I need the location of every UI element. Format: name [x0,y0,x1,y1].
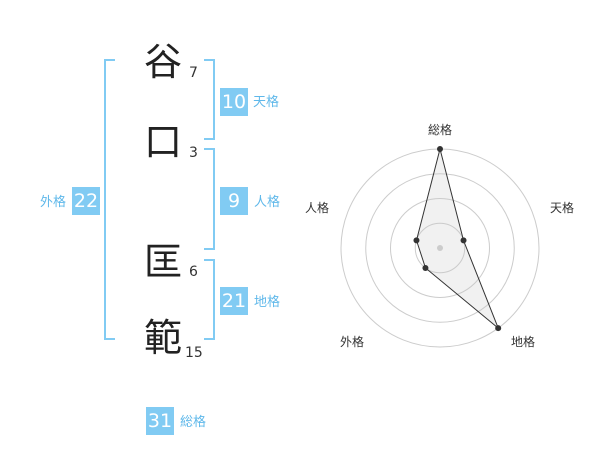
name-char-4: 範 [143,316,182,360]
gaikaku-bracket [104,59,115,340]
radar-point-5 [413,237,420,244]
tenkaku-bracket [204,59,215,140]
radar-center-dot [437,245,443,251]
stroke-count-3: 6 [189,264,198,280]
tenkaku-badge: 10 [220,88,248,116]
soukaku-label: 総格 [180,415,207,430]
name-char-1: 谷 [143,40,182,84]
stroke-count-1: 7 [189,65,198,81]
jinkaku-label: 人格 [254,195,281,210]
name-char-3: 匡 [143,240,182,284]
gaikaku-badge: 22 [72,187,100,215]
radar-axis-label-jinkaku: 人格 [305,201,330,215]
chikaku-label: 地格 [254,295,281,310]
radar-axis-label-gaikaku: 外格 [340,335,365,349]
radar-point-4 [422,265,429,272]
radar-ring [390,198,490,298]
soukaku-badge: 31 [146,407,174,435]
radar-point-3 [495,325,502,332]
gaikaku-label: 外格 [40,195,67,210]
jinkaku-badge: 9 [220,187,248,215]
radar-axis-label-tenkaku: 天格 [550,201,575,215]
radar-point-2 [460,237,467,244]
stroke-count-4: 15 [185,345,203,361]
stroke-count-2: 3 [189,145,198,161]
tenkaku-label: 天格 [253,95,280,110]
radar-point-1 [437,146,443,152]
chikaku-bracket [204,259,215,340]
chikaku-badge: 21 [220,287,248,315]
name-char-2: 口 [143,120,182,164]
radar-axis-label-soukaku: 総格 [428,123,453,137]
radar-ring [365,173,515,323]
radar-series-polygon [415,148,499,329]
jinkaku-bracket [204,148,215,250]
radar-ring [414,222,466,274]
radar-axis-label-chikaku: 地格 [511,335,536,349]
